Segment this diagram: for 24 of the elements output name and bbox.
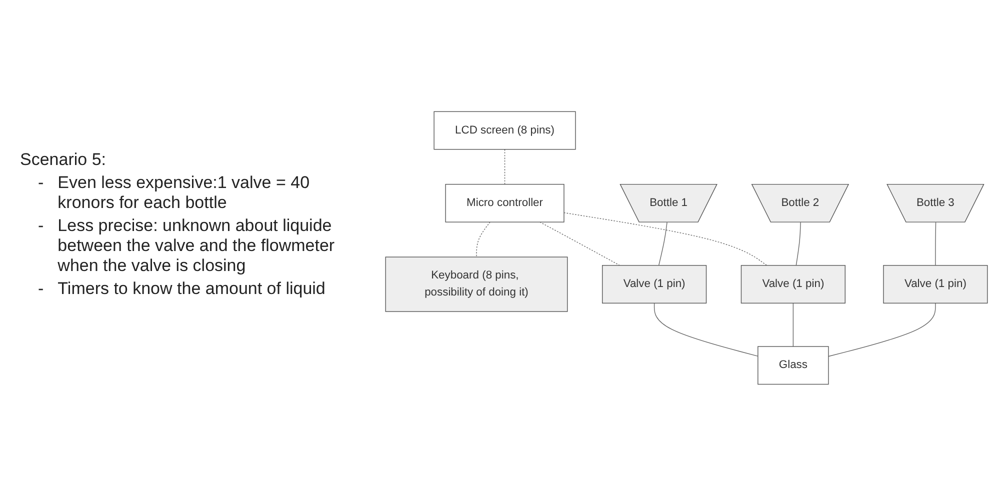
connector (935, 222, 936, 266)
node-box: Valve (1 pin) (602, 264, 707, 304)
node-box: Valve (1 pin) (883, 264, 988, 304)
node-box: Glass (758, 346, 829, 384)
connector (476, 221, 490, 257)
note-text: Even less expensive:1 valve = 40 kronors for each bottle (58, 173, 311, 213)
note-heading: Scenario 5: (20, 150, 107, 170)
node-box: Micro controller (445, 184, 564, 222)
connector (658, 222, 668, 266)
note-text: Less precise: unknown about liquide between the valve and the flowmeter when the valve is closing (58, 216, 336, 276)
node-box: LCD screen (8 pins) (434, 110, 576, 150)
note-text: Timers to know the amount of liquid (58, 279, 326, 299)
list-marker: - (38, 173, 44, 194)
node-box: Keyboard (8 pins, possibility of doing it) (385, 256, 568, 312)
connector (564, 212, 768, 266)
connector (796, 222, 801, 266)
list-marker: - (38, 279, 44, 299)
connector (504, 148, 506, 184)
list-marker: - (38, 216, 44, 237)
connector (792, 302, 794, 346)
connector (540, 221, 620, 266)
node-box: Valve (1 pin) (740, 264, 846, 304)
connector (828, 302, 936, 356)
connector (654, 302, 758, 356)
